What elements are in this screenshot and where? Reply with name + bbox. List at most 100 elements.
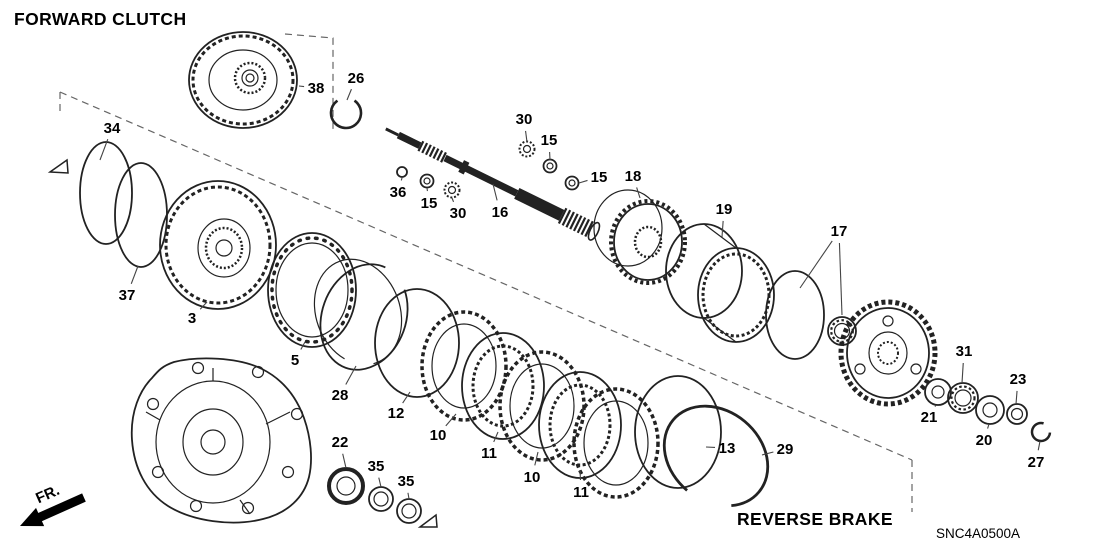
leader-line-21-27 xyxy=(934,404,937,407)
part-label-29-23: 29 xyxy=(777,441,794,458)
part-label-10-10: 10 xyxy=(524,469,541,486)
fr-label: FR. xyxy=(33,482,62,507)
leader-line-26-1 xyxy=(346,88,352,101)
clutch-drum-38 xyxy=(188,31,298,129)
transmission-housing xyxy=(130,357,312,524)
plate-ring-12 xyxy=(374,288,460,398)
leader-line-12-7 xyxy=(402,391,411,404)
spring-ring-28 xyxy=(313,258,409,371)
part-label-35-26: 35 xyxy=(398,473,415,490)
part-label-30-16: 30 xyxy=(516,111,533,128)
part-label-23-30: 23 xyxy=(1010,371,1027,388)
part-label-21-27: 21 xyxy=(921,409,938,426)
pointer-triangle xyxy=(417,513,438,528)
end-hardware xyxy=(924,378,1052,443)
part-label-12-7: 12 xyxy=(388,405,405,422)
clutch-plate-stack xyxy=(420,310,660,499)
leader-line-15-18 xyxy=(578,179,588,184)
leader-line-19-20 xyxy=(721,220,724,238)
part-label-38-0: 38 xyxy=(308,80,325,97)
pointer-triangle xyxy=(47,158,69,174)
arrow-icon xyxy=(20,507,45,527)
steel-plate-10 xyxy=(572,387,660,499)
part-label-30-14: 30 xyxy=(450,205,467,222)
diagram-code: SNC4A0500A xyxy=(936,526,1020,541)
leader-line-16-15 xyxy=(492,183,498,201)
seal-ring-35 xyxy=(368,486,394,512)
leader-line-18-19 xyxy=(636,187,641,199)
leader-line-28-6 xyxy=(345,365,357,385)
part-label-11-9: 11 xyxy=(481,445,497,462)
reverse-brake-title: REVERSE BRAKE xyxy=(737,509,893,529)
o-ring-17 xyxy=(765,270,825,360)
part-label-17-21: 17 xyxy=(831,223,848,240)
part-label-28-6: 28 xyxy=(332,387,349,404)
steel-plate-10 xyxy=(420,310,508,422)
part-label-3-4: 3 xyxy=(188,310,196,327)
seal-ring-35 xyxy=(396,498,422,524)
leader-line-23-30 xyxy=(1015,390,1018,405)
retaining-plate-5 xyxy=(267,232,357,348)
part-label-20-29: 20 xyxy=(976,432,993,449)
end-plate-13 xyxy=(634,375,722,489)
mainshaft-16 xyxy=(385,127,601,241)
part-label-35-25: 35 xyxy=(368,458,385,475)
leader-line-30-14 xyxy=(451,197,455,203)
part-label-36-12: 36 xyxy=(390,184,407,201)
washer-20 xyxy=(975,395,1005,425)
leader-line-17-21 xyxy=(838,242,843,316)
leader-line-38-0 xyxy=(298,85,305,88)
washer-21 xyxy=(924,378,952,406)
snap-ring-27 xyxy=(1030,421,1052,443)
nut-15 xyxy=(419,173,435,189)
ring-23 xyxy=(1006,403,1028,425)
leader-line-35-25 xyxy=(378,477,382,488)
page-title: FORWARD CLUTCH xyxy=(14,9,186,29)
part-label-13-22: 13 xyxy=(719,440,736,457)
clutch-assembly-3 xyxy=(159,180,277,310)
part-label-26-1: 26 xyxy=(348,70,365,87)
leader-line-35-26 xyxy=(407,492,410,500)
oil-seal-22 xyxy=(327,467,365,505)
bearing-31 xyxy=(947,382,979,414)
part-label-31-28: 31 xyxy=(956,343,973,360)
nut-15 xyxy=(564,175,580,191)
leader-line-17-21 xyxy=(799,240,833,289)
part-label-22-24: 22 xyxy=(332,434,349,451)
brake-gear xyxy=(838,299,938,407)
part-label-5-5: 5 xyxy=(291,352,299,369)
gear-washer-30 xyxy=(443,181,461,199)
friction-disc-11 xyxy=(461,332,545,440)
leader-line-11-9 xyxy=(493,431,499,443)
part-label-27-31: 27 xyxy=(1028,454,1045,471)
leader-line-20-29 xyxy=(987,423,990,429)
part-label-15-13: 15 xyxy=(421,195,438,212)
leader-line-34-2 xyxy=(99,139,109,161)
leader-line-36-12 xyxy=(400,177,403,181)
part-label-37-3: 37 xyxy=(119,287,136,304)
part-label-10-8: 10 xyxy=(430,427,447,444)
part-label-11-11: 11 xyxy=(573,484,589,501)
leader-line-31-28 xyxy=(961,362,964,384)
fr-direction-arrow: FR. xyxy=(20,482,86,527)
nut-15 xyxy=(542,158,558,174)
leader-line-10-8 xyxy=(445,413,457,427)
snap-ring-29 xyxy=(662,404,770,508)
part-label-18-19: 18 xyxy=(625,168,642,185)
part-label-16-15: 16 xyxy=(492,204,509,221)
direction-markers xyxy=(47,158,438,528)
leader-line-29-23 xyxy=(761,451,774,456)
part-label-19-20: 19 xyxy=(716,201,733,218)
part-label-15-17: 15 xyxy=(541,132,558,149)
leader-line-3-4 xyxy=(199,301,208,310)
gear-18 xyxy=(593,189,687,285)
part-label-34-2: 34 xyxy=(104,120,121,137)
leader-line-22-24 xyxy=(342,453,347,469)
leader-line-27-31 xyxy=(1037,440,1041,451)
part-label-15-18: 15 xyxy=(591,169,608,186)
leader-line-10-10 xyxy=(534,451,539,466)
washer-36 xyxy=(396,166,408,178)
